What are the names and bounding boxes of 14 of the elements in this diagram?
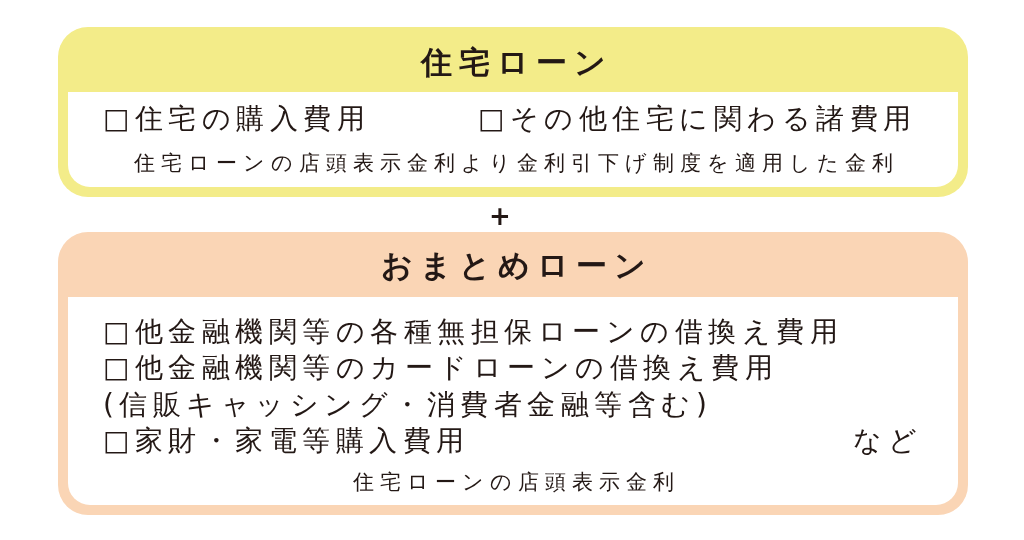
consolidation-loan-card	[58, 232, 968, 515]
checklist-item: □その他住宅に関わる諸費用	[478, 100, 917, 136]
checklist-item: □家財・家電等購入費用	[103, 422, 470, 458]
interest-rate-note: 住宅ローンの店頭表示金利より金利引下げ制度を適用した金利	[133, 150, 899, 176]
etc-note: など	[853, 422, 922, 458]
item-note: (信販キャッシング・消費者金融等含む)	[103, 386, 713, 422]
card-heading: 住宅ローン	[420, 42, 613, 82]
checklist-item: □住宅の購入費用	[103, 100, 371, 136]
interest-rate-note: 住宅ローンの店頭表示金利	[352, 469, 680, 495]
housing-loan-card	[58, 27, 968, 197]
checklist-item: □他金融機関等の各種無担保ローンの借換え費用	[103, 313, 844, 349]
checklist-item: □他金融機関等のカードローンの借換え費用	[103, 349, 779, 385]
card-heading: おまとめローン	[380, 245, 653, 285]
plus-sign: +	[489, 201, 511, 231]
